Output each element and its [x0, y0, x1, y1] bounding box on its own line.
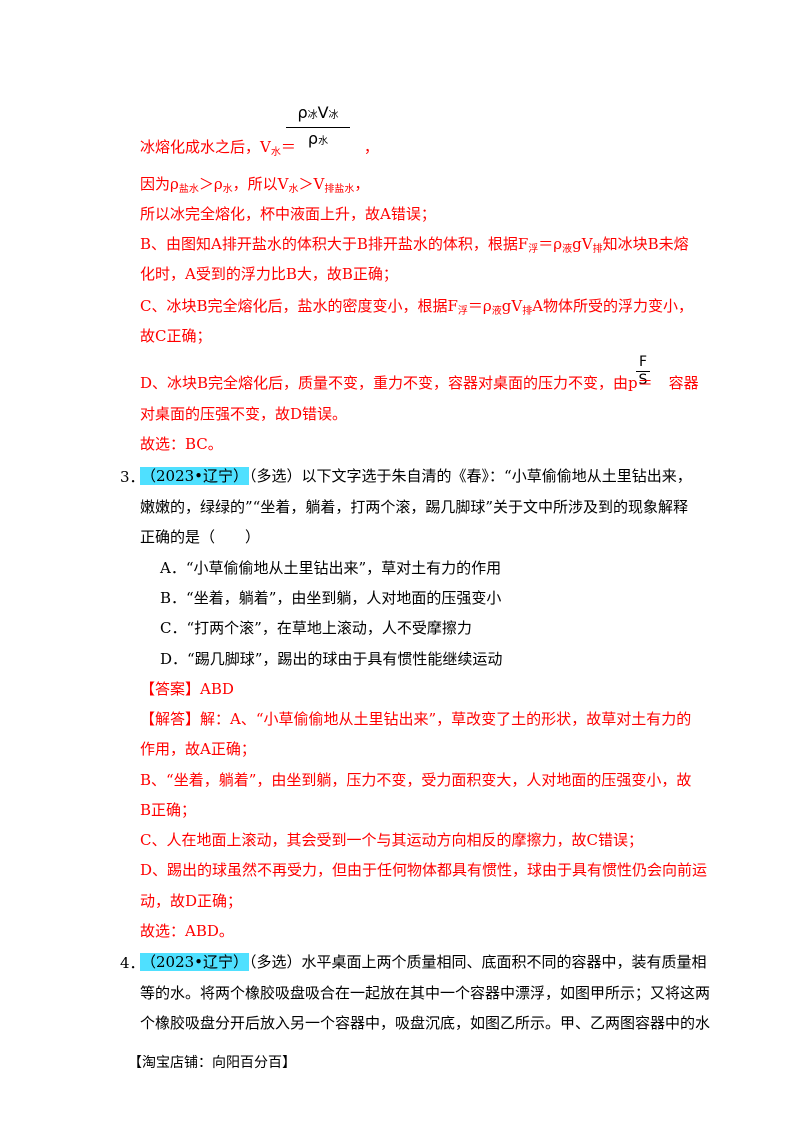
option-d: D．“踢几脚球”，踢出的球由于具有惯性能继续运动 — [160, 650, 503, 668]
fraction-numerator: ρ冰V冰 — [297, 103, 339, 122]
solution-line: B正确； — [140, 801, 197, 819]
solution-line: 作用，故A正确； — [140, 740, 256, 758]
solution-line: 对桌面的压强不变，故D错误。 — [140, 405, 348, 423]
question-stem: 正确的是（ ） — [140, 528, 261, 546]
solution-line: 故选：ABD。 — [140, 922, 234, 940]
fraction-denominator: ρ水 — [307, 129, 329, 148]
solution-line: C、人在地面上滚动，其会受到一个与其运动方向相反的摩擦力，故C错误； — [140, 831, 643, 849]
fraction-bar — [286, 127, 350, 128]
question-stem: （2023•辽宁）（多选）水平桌面上两个质量相同、底面积不同的容器中，装有质量相 — [140, 953, 707, 971]
option-a: A．“小草偷偷地从土里钻出来”，草对土有力的作用 — [160, 559, 502, 577]
answer: 【答案】ABD — [140, 680, 234, 698]
fraction-pressure: F S — [636, 355, 650, 388]
option-b: B．“坐着，躺着”，由坐到躺，人对地面的压强变小 — [160, 589, 502, 607]
solution-line: C、冰块B完全熔化后，盐水的密度变小，根据F浮＝ρ液gV排A物体所受的浮力变小， — [140, 297, 694, 317]
solution-line: 动，故D正确； — [140, 892, 243, 910]
solution-line: 化时，A受到的浮力比B大，故B正确； — [140, 265, 398, 283]
solution-label: 【解答】 — [140, 710, 201, 728]
solution-line: 所以冰完全熔化，杯中液面上升，故A错误； — [140, 205, 436, 223]
fraction-numerator: F — [638, 354, 648, 370]
fraction-denominator: S — [638, 372, 648, 388]
solution-line: 故C正确； — [140, 327, 212, 345]
solution-line: 故选：BC。 — [140, 435, 223, 453]
solution-line: 【解答】解：A、“小草偷偷地从土里钻出来”，草改变了土的形状，故草对土有力的 — [140, 710, 692, 728]
solution-line: D、踢出的球虽然不再受力，但由于任何物体都具有惯性，球由于具有惯性仍会向前运 — [140, 861, 708, 879]
option-c: C．“打两个滚”，在草地上滚动，人不受摩擦力 — [160, 619, 472, 637]
source-tag: （2023•辽宁） — [140, 953, 250, 971]
question-stem: （2023•辽宁）（多选）以下文字选于朱自清的《春》：“小草偷偷地从土里钻出来， — [140, 467, 692, 485]
solution-line: D、冰块B完全熔化后，质量不变，重力不变，容器对桌面的压力不变，由p＝容器 — [140, 374, 699, 392]
footer-shop: 【淘宝店铺：向阳百分百】 — [128, 1055, 296, 1071]
question-number: 4． — [120, 954, 145, 972]
question-stem: 等的水。将两个橡胶吸盘吸合在一起放在其中一个容器中漂浮，如图甲所示；又将这两 — [140, 984, 711, 1002]
question-stem: 个橡胶吸盘分开后放入另一个容器中，吸盘沉底，如图乙所示。甲、乙两图容器中的水 — [140, 1014, 711, 1032]
solution-line: 因为ρ盐水＞ρ水，所以V水＞V排盐水， — [140, 175, 370, 195]
solution-line: B、由图知A排开盐水的体积大于B排开盐水的体积，根据F浮＝ρ液gV排知冰块B未熔 — [140, 235, 689, 255]
solution-line: 冰熔化成水之后，V水＝， — [140, 138, 379, 158]
question-number: 3． — [120, 468, 145, 486]
source-tag: （2023•辽宁） — [140, 467, 250, 485]
question-stem: 嫩嫩的，绿绿的”“坐着，躺着，打两个滚，踢几脚球”关于文中所涉及到的现象解释 — [140, 498, 689, 516]
solution-line: B、“坐着，躺着”，由坐到躺，压力不变，受力面积变大，人对地面的压强变小，故 — [140, 771, 692, 789]
fraction-ice-volume: ρ冰V冰 ρ水 — [286, 104, 350, 151]
fraction-bar — [636, 371, 650, 372]
